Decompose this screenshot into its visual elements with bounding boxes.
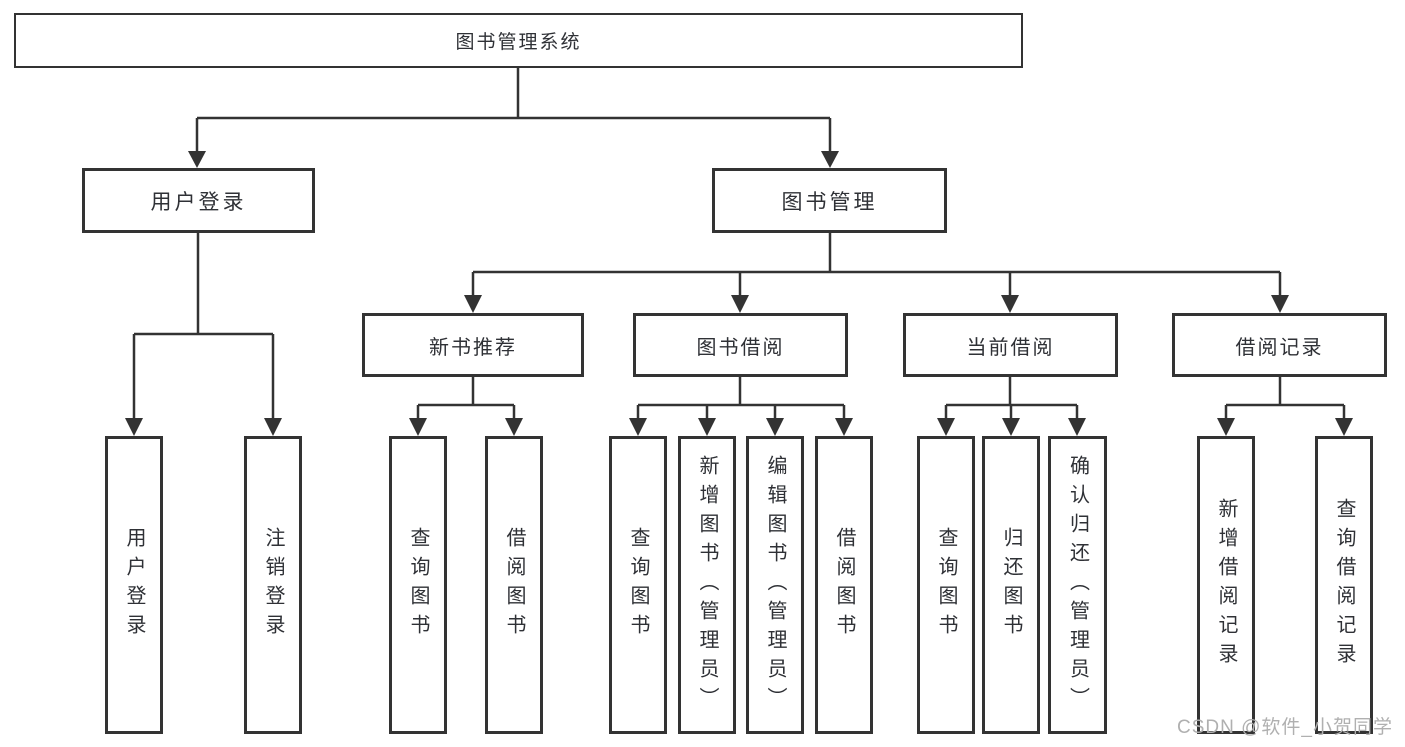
node-user-login: 用户登录	[82, 168, 315, 233]
leaf-query-books-borrowing-label: 查询图书	[627, 527, 649, 643]
leaf-add-book-admin-label: 新增图书（管理员）	[696, 454, 718, 716]
leaf-query-books-current: 查询图书	[917, 436, 975, 734]
arrowheads	[125, 151, 1353, 436]
leaf-query-borrow-record: 查询借阅记录	[1315, 436, 1373, 734]
leaf-query-books-borrowing: 查询图书	[609, 436, 667, 734]
leaf-user-login-label: 用户登录	[123, 527, 145, 643]
node-current-borrowing-label: 当前借阅	[966, 336, 1055, 359]
node-library-system-label: 图书管理系统	[455, 32, 582, 53]
node-book-management: 图书管理	[712, 168, 947, 233]
leaf-borrow-book-label: 借阅图书	[833, 527, 855, 643]
node-borrowing-records-label: 借阅记录	[1235, 336, 1324, 359]
leaf-borrow-books-recommend-label: 借阅图书	[503, 527, 525, 643]
leaf-borrow-books-recommend: 借阅图书	[485, 436, 543, 734]
leaf-user-login: 用户登录	[105, 436, 163, 734]
leaf-edit-book-admin-label: 编辑图书（管理员）	[764, 454, 786, 716]
leaf-logout-label: 注销登录	[262, 527, 284, 643]
node-book-management-label: 图书管理	[781, 190, 878, 214]
node-borrowing-records: 借阅记录	[1172, 313, 1387, 377]
leaf-query-books-current-label: 查询图书	[935, 527, 957, 643]
leaf-edit-book-admin: 编辑图书（管理员）	[746, 436, 804, 734]
leaf-logout: 注销登录	[244, 436, 302, 734]
node-library-system: 图书管理系统	[14, 13, 1023, 68]
leaf-query-books-recommend: 查询图书	[389, 436, 447, 734]
leaf-return-book: 归还图书	[982, 436, 1040, 734]
node-user-login-label: 用户登录	[150, 190, 247, 214]
leaf-borrow-book: 借阅图书	[815, 436, 873, 734]
node-current-borrowing: 当前借阅	[903, 313, 1118, 377]
leaf-add-book-admin: 新增图书（管理员）	[678, 436, 736, 734]
node-new-book-recommend: 新书推荐	[362, 313, 584, 377]
node-new-book-recommend-label: 新书推荐	[429, 336, 517, 359]
leaf-confirm-return-admin-label: 确认归还（管理员）	[1066, 454, 1089, 716]
leaf-add-borrow-record-label: 新增借阅记录	[1215, 498, 1237, 672]
node-book-borrowing-label: 图书借阅	[696, 336, 785, 359]
leaf-confirm-return-admin: 确认归还（管理员）	[1048, 436, 1107, 734]
csdn-watermark: CSDN @软件_小贺同学	[1177, 717, 1393, 738]
leaf-return-book-label: 归还图书	[1000, 527, 1022, 643]
leaf-query-books-recommend-label: 查询图书	[407, 527, 429, 643]
leaf-query-borrow-record-label: 查询借阅记录	[1333, 498, 1355, 672]
node-book-borrowing: 图书借阅	[633, 313, 848, 377]
leaf-add-borrow-record: 新增借阅记录	[1197, 436, 1255, 734]
